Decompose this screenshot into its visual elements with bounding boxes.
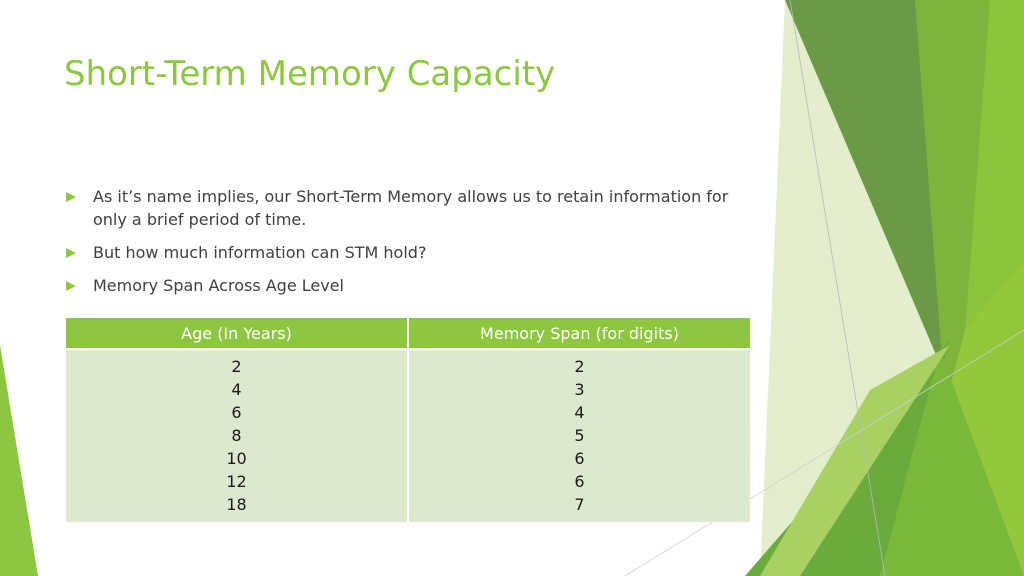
span-cell: 2 3 4 5 6 6 7 [408, 349, 750, 522]
span-value: 7 [574, 495, 585, 514]
bottom-facet-green [880, 350, 1024, 576]
header-age: Age (In Years) [66, 318, 409, 350]
bullet-item: But how much information can STM hold? [66, 241, 766, 264]
span-value: 6 [574, 449, 585, 468]
span-value: 3 [574, 380, 585, 399]
right-facet-dark [785, 0, 968, 430]
span-value: 6 [574, 472, 585, 491]
age-value: 8 [231, 426, 242, 445]
table-row: 2 4 6 8 10 12 18 2 3 4 5 6 6 7 [66, 349, 750, 522]
bullet-text: As it’s name implies, our Short-Term Mem… [93, 187, 729, 229]
triangle-arrow-icon [66, 248, 76, 258]
age-value: 12 [226, 472, 247, 491]
span-value: 5 [574, 426, 585, 445]
bullet-list: As it’s name implies, our Short-Term Mem… [66, 185, 766, 307]
age-value: 6 [231, 403, 242, 422]
bullet-item: As it’s name implies, our Short-Term Mem… [66, 185, 766, 231]
bullet-text: But how much information can STM hold? [93, 243, 427, 262]
bottom-facet-light [760, 345, 950, 576]
thin-bottom-line [624, 329, 1024, 576]
triangle-arrow-icon [66, 192, 76, 202]
age-value: 2 [231, 357, 242, 376]
triangle-arrow-icon [66, 281, 76, 291]
table-header-row: Age (In Years) Memory Span (for digits) [66, 318, 750, 350]
age-cell: 2 4 6 8 10 12 18 [66, 349, 409, 522]
age-value: 4 [231, 380, 242, 399]
header-memory-span: Memory Span (for digits) [408, 318, 750, 350]
span-value: 2 [574, 357, 585, 376]
thin-diagonal-line [789, 0, 886, 576]
left-green-sliver [0, 345, 38, 576]
age-value: 10 [226, 449, 247, 468]
span-value: 4 [574, 403, 585, 422]
bullet-item: Memory Span Across Age Level [66, 274, 766, 297]
age-value: 18 [226, 495, 247, 514]
bullet-text: Memory Span Across Age Level [93, 276, 344, 295]
slide-title: Short-Term Memory Capacity [64, 54, 556, 94]
memory-span-table: Age (In Years) Memory Span (for digits) … [66, 318, 750, 522]
